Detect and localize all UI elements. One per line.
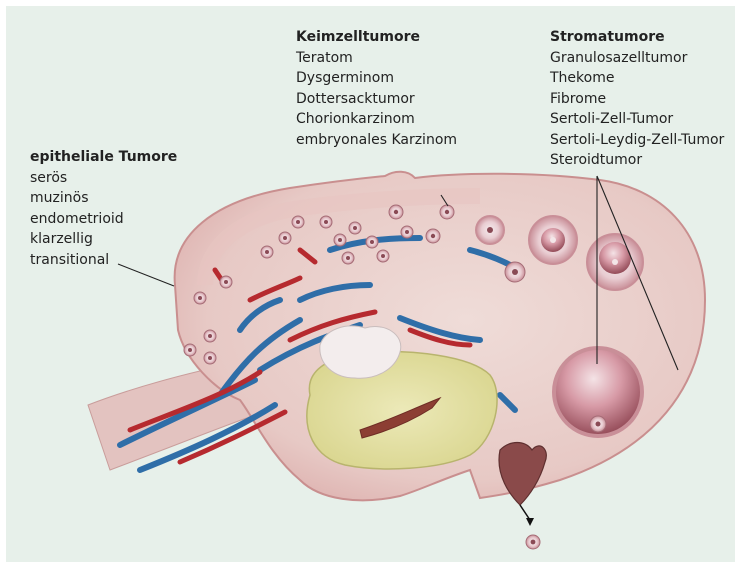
label-heading: Stromatumore — [550, 27, 724, 48]
label-heading: epitheliale Tumore — [30, 147, 177, 168]
label-item: muzinös — [30, 188, 177, 209]
label-item: Dottersacktumor — [296, 89, 457, 110]
label-item: Teratom — [296, 48, 457, 69]
label-item: Thekome — [550, 68, 724, 89]
ovulation-arrow — [520, 505, 530, 520]
label-item: Fibrome — [550, 89, 724, 110]
label-stromal-tumors: Stromatumore Granulosazelltumor Thekome … — [550, 27, 724, 171]
label-item: Sertoli-Leydig-Zell-Tumor — [550, 130, 724, 151]
label-heading: Keimzelltumore — [296, 27, 457, 48]
label-item: serös — [30, 168, 177, 189]
corpus-luteum — [499, 443, 546, 506]
label-item: endometrioid — [30, 209, 177, 230]
label-germ-cell-tumors: Keimzelltumore Teratom Dysgerminom Dotte… — [296, 27, 457, 150]
label-item: Sertoli-Zell-Tumor — [550, 109, 724, 130]
label-item: Chorionkarzinom — [296, 109, 457, 130]
label-item: Granulosazelltumor — [550, 48, 724, 69]
label-epithelial-tumors: epitheliale Tumore serös muzinös endomet… — [30, 147, 177, 270]
ovulation-arrowhead — [526, 518, 534, 526]
label-item: klarzellig — [30, 229, 177, 250]
label-item: Dysgerminom — [296, 68, 457, 89]
label-item: Steroidtumor — [550, 150, 724, 171]
label-item: transitional — [30, 250, 177, 271]
label-item: embryonales Karzinom — [296, 130, 457, 151]
